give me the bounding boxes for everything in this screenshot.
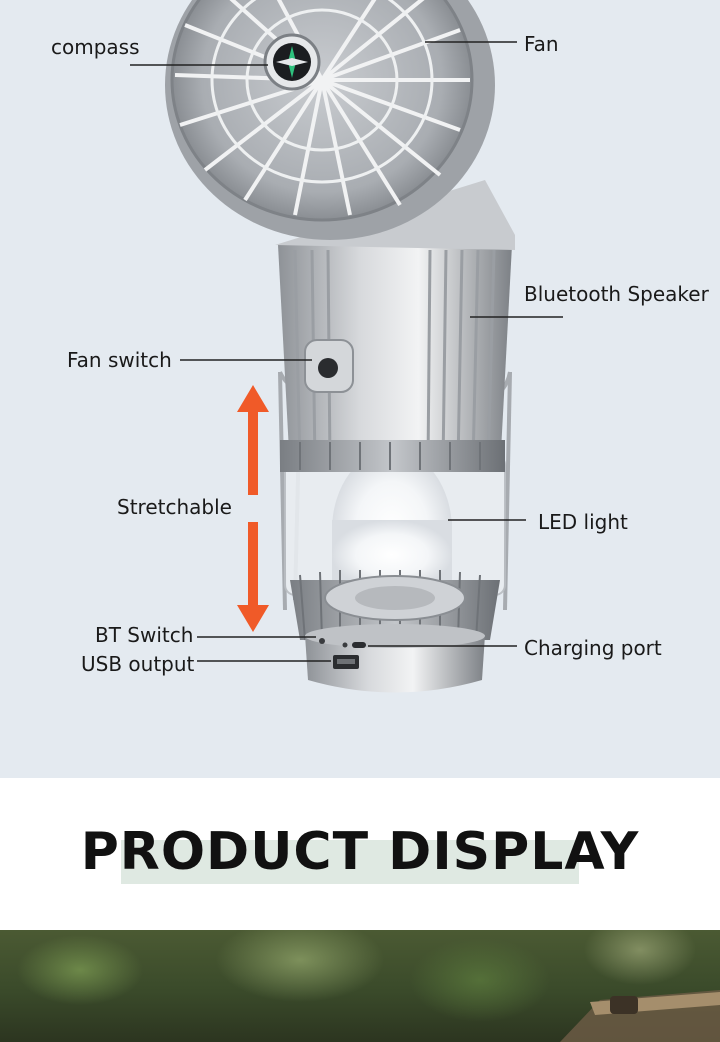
callout-fan: Fan [524,32,559,56]
leader-lines [130,41,563,662]
stretch-arrow [237,385,269,632]
section-title: PRODUCT DISPLAY [80,822,640,882]
compass-dial [263,33,321,91]
callout-compass: compass [51,35,140,59]
callout-fan-switch: Fan switch [67,348,172,372]
callout-usb-output: USB output [81,652,195,676]
photo-scene [560,990,720,1042]
callout-stretchable: Stretchable [117,495,232,519]
lantern-illustration [130,0,563,693]
outdoor-photo [0,930,720,1042]
callout-bt-switch: BT Switch [95,623,194,647]
callout-bluetooth-speaker: Bluetooth Speaker [524,282,709,306]
bt-switch-dot [319,638,325,644]
base [290,570,500,693]
fan-head [165,0,495,240]
callout-charging-port: Charging port [524,636,662,660]
title-highlight [121,840,579,884]
callout-led-light: LED light [538,510,628,534]
product-diagram-section: compass Fan Bluetooth Speaker Fan switch… [0,0,720,778]
charging-port [352,642,366,648]
